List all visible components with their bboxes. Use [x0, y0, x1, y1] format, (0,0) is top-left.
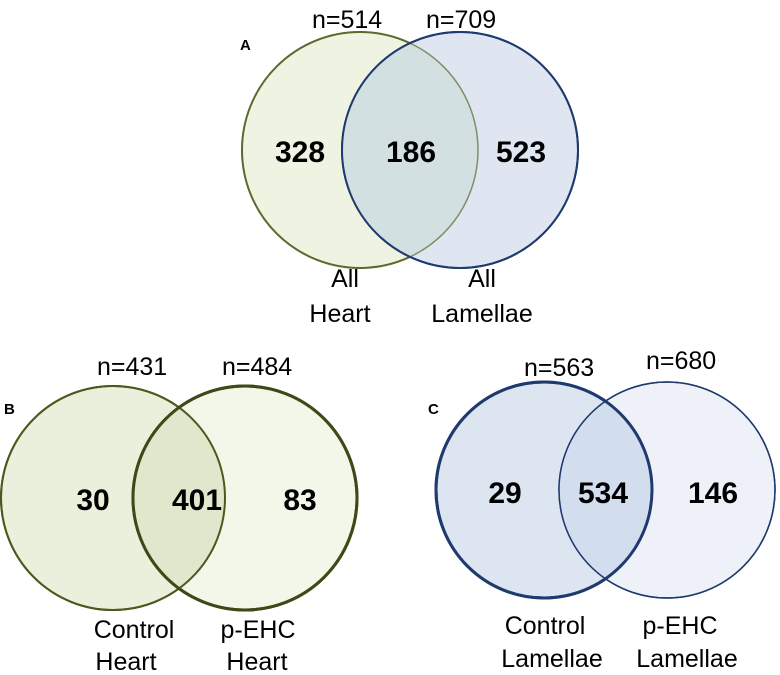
- panel-a-overlap-count: 186: [386, 136, 436, 169]
- panel-c-left-label-1: Control: [505, 612, 586, 640]
- panel-a-right-n: n=709: [426, 6, 496, 34]
- panel-c-right-only: 146: [688, 477, 738, 510]
- panel-c-letter: C: [428, 401, 439, 418]
- panel-b-right-n: n=484: [222, 353, 292, 381]
- panel-a: A n=514 n=709 328 186 523 All Heart All …: [240, 6, 579, 328]
- panel-b-right-label-1: p-EHC: [220, 616, 295, 644]
- panel-a-right-only: 523: [496, 136, 546, 169]
- panel-c-left-label-2: Lamellae: [501, 645, 602, 673]
- panel-a-letter: A: [240, 37, 251, 54]
- panel-c-right-n: n=680: [646, 347, 716, 375]
- panel-a-left-label-2: Heart: [309, 300, 370, 328]
- panel-b-left-label-1: Control: [94, 616, 175, 644]
- panel-c-overlap: [559, 382, 652, 598]
- panel-b-right-label-2: Heart: [226, 648, 287, 675]
- panel-a-left-n: n=514: [312, 6, 382, 34]
- panel-a-overlap: [342, 32, 478, 268]
- panel-a-left-only: 328: [275, 136, 325, 169]
- panel-a-right-label-1: All: [468, 265, 496, 293]
- panel-c-right-label-1: p-EHC: [642, 612, 717, 640]
- panel-c-right-label-2: Lamellae: [636, 645, 737, 673]
- panel-c: C n=563 n=680 29 534 146 Control Lamella…: [428, 347, 776, 673]
- panel-b-letter: B: [4, 401, 15, 418]
- panel-b-left-only: 30: [76, 484, 109, 517]
- panel-c-left-only: 29: [488, 477, 521, 510]
- panel-a-left-label-1: All: [331, 265, 359, 293]
- panel-c-left-n: n=563: [524, 354, 594, 382]
- panel-b-left-label-2: Heart: [95, 648, 156, 675]
- panel-a-right-label-2: Lamellae: [431, 300, 532, 328]
- panel-b-right-only: 83: [283, 484, 316, 517]
- panel-b: B n=431 n=484 30 401 83 Control Heart p-…: [0, 353, 359, 675]
- panel-b-overlap-count: 401: [172, 484, 222, 517]
- panel-b-overlap: [133, 386, 225, 610]
- panel-b-left-n: n=431: [97, 353, 167, 381]
- panel-c-overlap-count: 534: [578, 477, 628, 510]
